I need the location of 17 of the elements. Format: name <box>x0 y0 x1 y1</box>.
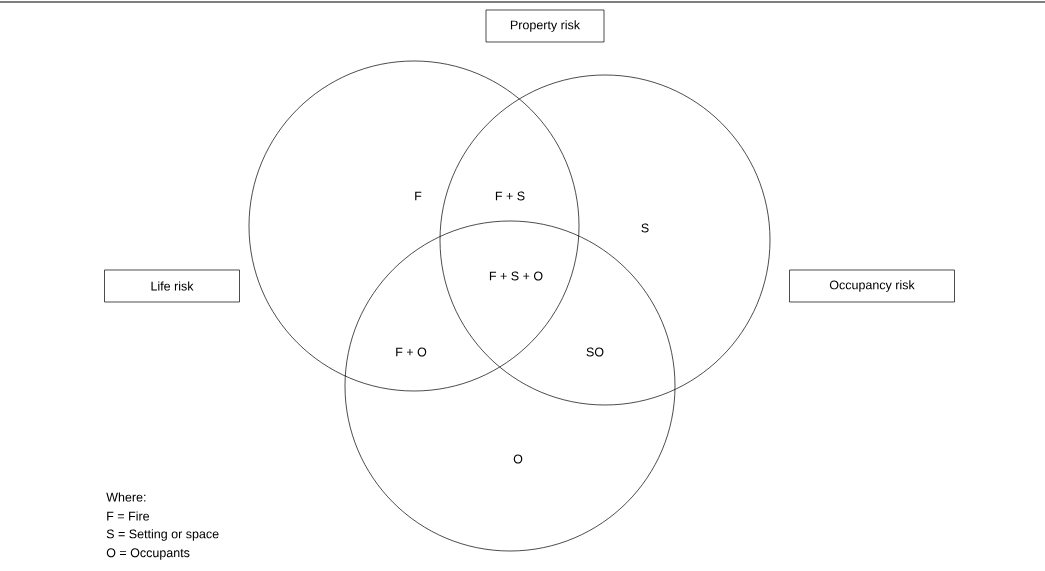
region-label: O <box>513 454 523 464</box>
region-label: F + O <box>396 347 427 357</box>
venn-circle <box>344 220 676 552</box>
region-label: F <box>415 191 422 201</box>
key-text: S = Setting or space <box>106 529 219 541</box>
venn-circle <box>439 74 771 406</box>
venn-circle <box>248 60 580 392</box>
region-label: F + S + O <box>489 271 543 281</box>
region-label: F + S <box>495 191 525 201</box>
label-box: Life risk <box>104 269 240 303</box>
key-text: O = Occupants <box>106 548 190 560</box>
key-text: Where: <box>106 492 146 502</box>
region-label: S <box>641 223 649 233</box>
region-label: SO <box>586 347 604 357</box>
key-text: F = Fire <box>107 511 150 521</box>
label-box: Occupancy risk <box>789 269 955 303</box>
label-box: Property risk <box>485 9 605 43</box>
